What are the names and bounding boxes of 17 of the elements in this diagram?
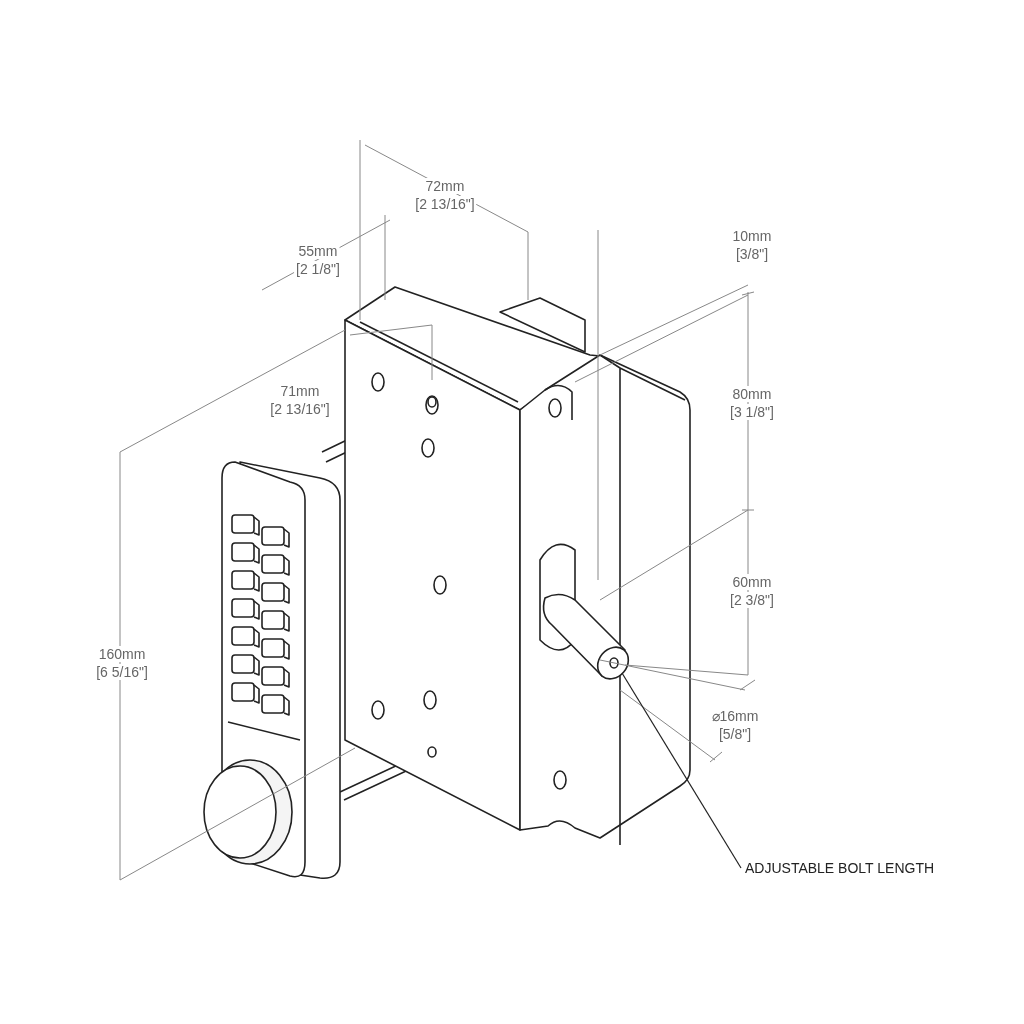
dimension-label: [6 5/16"] xyxy=(94,664,150,680)
dimension-label: 71mm xyxy=(278,383,322,399)
dimension-label: [2 1/8"] xyxy=(294,261,342,277)
dimension-label: [3 1/8"] xyxy=(728,404,776,420)
dimension-label: [2 3/8"] xyxy=(728,592,776,608)
dimension-label: [2 13/16"] xyxy=(268,401,332,417)
dimension-label: [2 13/16"] xyxy=(413,196,477,212)
dimension-label: 72mm xyxy=(423,178,467,194)
dimension-label: 10mm xyxy=(730,228,774,244)
dimension-label: 60mm xyxy=(730,574,774,590)
dimension-label: 80mm xyxy=(730,386,774,402)
leader-line xyxy=(621,672,742,869)
bolt-drawing xyxy=(542,593,630,680)
dimension-label: ⌀16mm xyxy=(709,708,761,724)
dimension-label: 55mm xyxy=(296,243,340,259)
dimension-label: 160mm xyxy=(96,646,148,662)
callout-label: ADJUSTABLE BOLT LENGTH xyxy=(745,860,935,876)
